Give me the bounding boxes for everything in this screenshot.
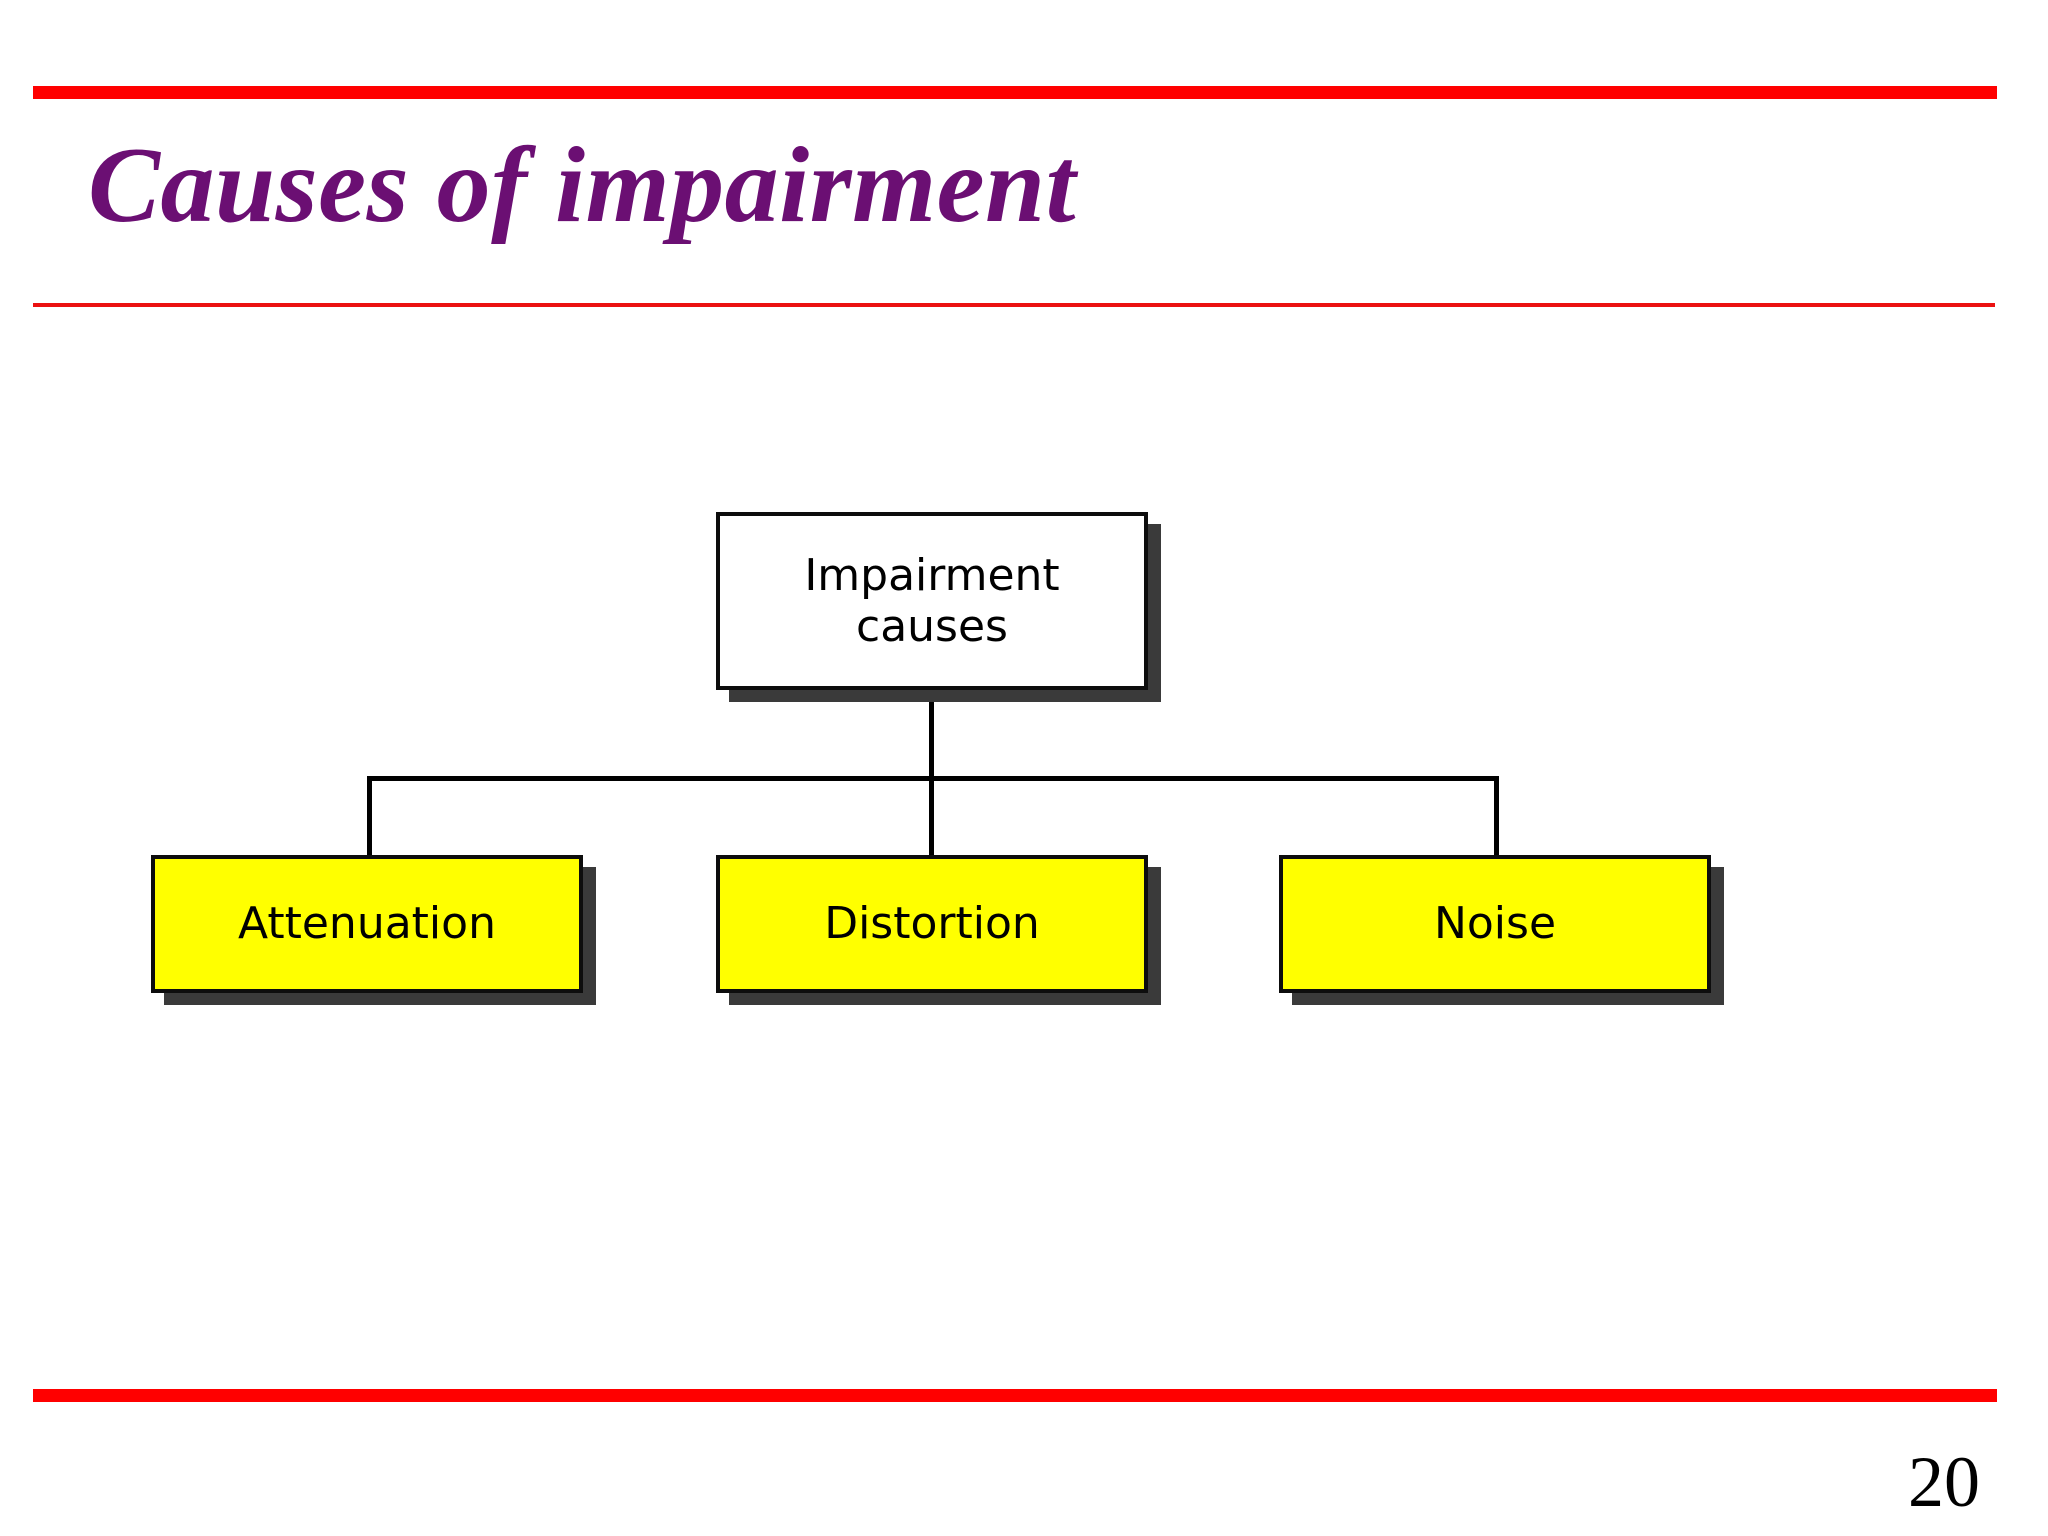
header-rule-thick: [33, 86, 1997, 99]
connector-drop-noise: [1494, 776, 1499, 859]
connector-drop-attenuation: [367, 776, 372, 859]
connector-root-stem: [929, 690, 934, 780]
node-noise[interactable]: Noise: [1279, 855, 1711, 993]
connector-horizontal-bus: [367, 776, 1499, 781]
header-rule-thin: [33, 303, 1995, 307]
connector-drop-distortion: [929, 776, 934, 859]
page-title: Causes of impairment: [88, 126, 1077, 245]
footer-rule-thick: [33, 1389, 1997, 1402]
page-number: 20: [1908, 1442, 1980, 1522]
node-distortion[interactable]: Distortion: [716, 855, 1148, 993]
node-impairment-causes[interactable]: Impairment causes: [716, 512, 1148, 690]
node-attenuation[interactable]: Attenuation: [151, 855, 583, 993]
